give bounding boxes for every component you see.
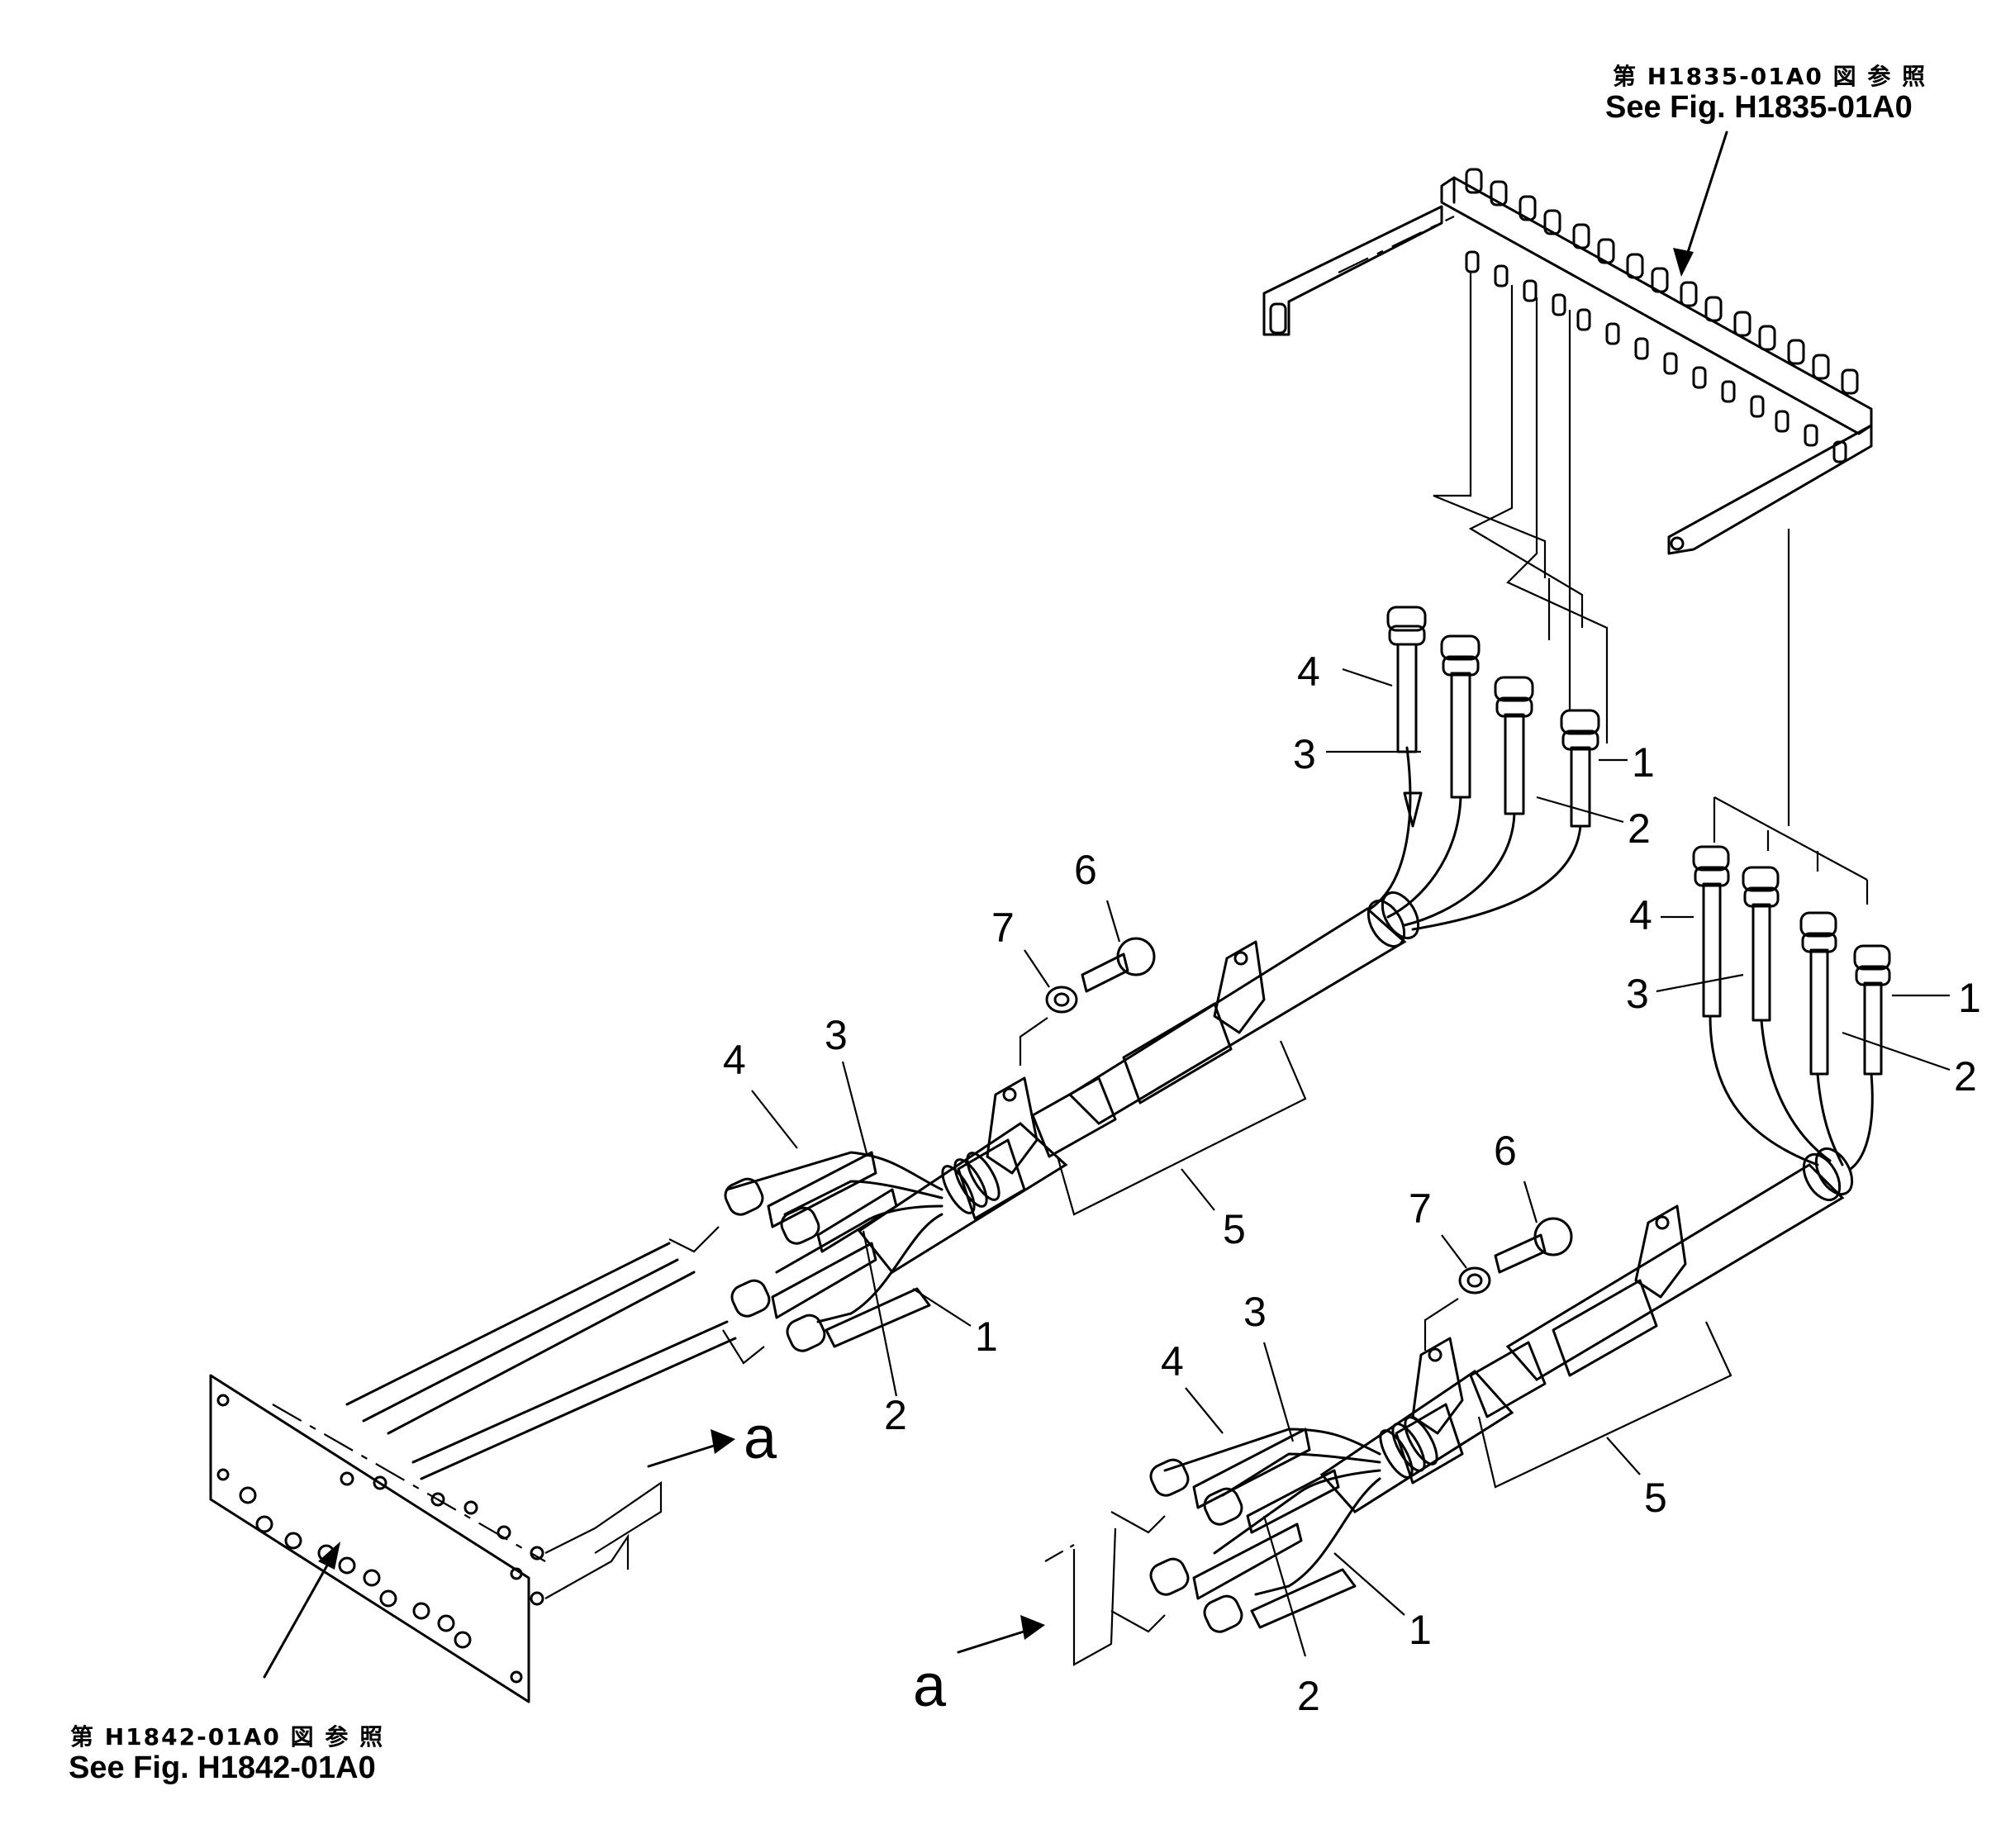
callout-number: 3 (1243, 1289, 1267, 1335)
upper-clamp-left (986, 1076, 1039, 1175)
ref-top-jp: 第 H1835-01A0 図 参 照 (1613, 63, 1927, 90)
callout-number: 4 (1297, 648, 1320, 695)
plate-fittings (239, 1471, 544, 1649)
top-manifold-block (1262, 168, 1873, 555)
callout-number: 1 (1632, 739, 1655, 786)
upper-coupler (941, 1138, 1026, 1220)
callout-number: 5 (1644, 1475, 1667, 1521)
callout-number: 2 (1297, 1673, 1320, 1719)
callout-number: 6 (1494, 1128, 1517, 1174)
ref-bottom-en: See Fig. H1842-01A0 (69, 1751, 376, 1785)
callout-number: 1 (975, 1314, 998, 1360)
bolt-washer-lower (1424, 1217, 1573, 1351)
manifold-fittings (1465, 168, 1859, 395)
callout-number: 1 (1409, 1607, 1432, 1653)
view-letters: a a (744, 1405, 947, 1719)
leader-lines (263, 131, 1951, 1679)
lower-hose-bundle (1319, 1147, 1854, 1513)
hose-nut-2-upper (1494, 676, 1534, 815)
lower-clamp-right (1634, 1204, 1687, 1299)
callout-number: 3 (825, 1012, 848, 1058)
long-pipes-left (345, 1242, 737, 1480)
callout-number: 3 (1626, 971, 1649, 1017)
callout-number: 2 (884, 1392, 907, 1438)
callout-number: 4 (1629, 892, 1652, 938)
lower-coupler (1379, 1403, 1464, 1485)
ref-bottom-jp: 第 H1842-01A0 図 参 照 (70, 1723, 384, 1751)
reference-labels: 第 H1835-01A0 図 参 照 See Fig. H1835-01A0 第… (69, 63, 1927, 1785)
right-side-hose-drops (1692, 529, 1891, 1171)
lower-left-hose-end (1044, 1428, 1381, 1666)
callout-number: 4 (723, 1037, 746, 1083)
ref-top-en: See Fig. H1835-01A0 (1605, 90, 1913, 125)
hose-nut-3-upper (1440, 634, 1481, 799)
callout-number: 7 (1409, 1185, 1432, 1232)
callout-numbers: 4 3 1 2 4 3 1 2 7 6 4 3 1 2 5 7 6 4 3 1 … (723, 648, 1981, 1719)
callout-number: 1 (1958, 975, 1981, 1021)
view-letter-upper: a (744, 1405, 777, 1471)
callout-number: 6 (1074, 847, 1097, 893)
hose-nut-4-upper (1386, 606, 1427, 753)
callout-number: 4 (1161, 1338, 1184, 1385)
callout-number: 5 (1223, 1206, 1246, 1252)
bolt-washer-upper (1019, 937, 1156, 1066)
upper-hose-bundle (857, 891, 1420, 1274)
view-letter-lower: a (913, 1653, 947, 1719)
callout-number: 7 (991, 905, 1015, 951)
callout-number: 2 (1954, 1053, 1977, 1100)
callout-number: 3 (1293, 731, 1316, 777)
callout-number: 2 (1628, 805, 1651, 852)
upper-left-hose-end (668, 1151, 943, 1365)
left-plate (209, 1374, 663, 1703)
upper-right-hose-drops (1362, 273, 1609, 931)
manifold-lower-fittings (1465, 250, 1847, 463)
